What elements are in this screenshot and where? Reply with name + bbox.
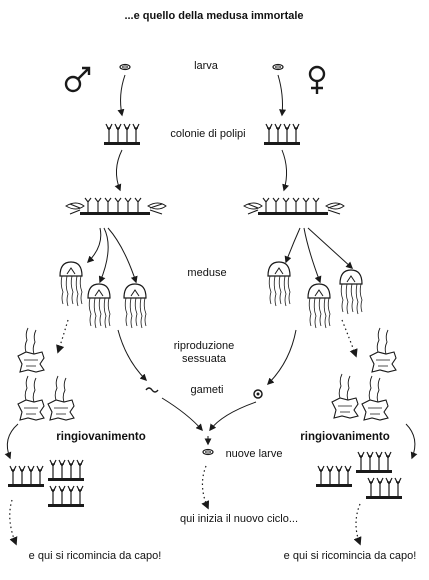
arrow-gamete-left xyxy=(161,397,203,432)
dotted-arrow-rejuvenate-left xyxy=(56,319,69,354)
arrow-colony-big-right xyxy=(281,149,289,192)
dotted-arrow-new-cycle xyxy=(201,465,210,510)
polyp-colony-right xyxy=(263,123,301,146)
arrow-colony-big-left xyxy=(114,149,123,192)
male-symbol-icon xyxy=(64,66,91,93)
cyst-right-3 xyxy=(361,375,389,421)
label-riproduzione: riproduzione xyxy=(173,340,235,352)
rejuvenated-colony-left-3 xyxy=(47,485,85,508)
rejuvenated-colony-left-2 xyxy=(47,459,85,482)
rejuvenated-colony-right-1 xyxy=(315,465,353,488)
arrow-rejuvenation-right xyxy=(405,423,418,460)
arrow-medusae-gametes-left xyxy=(117,329,147,381)
label-colonie: colonie di polipi xyxy=(170,128,246,140)
polyp-colony-left xyxy=(103,123,141,146)
new-larva xyxy=(202,448,214,456)
label-meduse: meduse xyxy=(187,267,227,279)
medusa-left-3 xyxy=(123,283,147,329)
label-ricomincia-right: e qui si ricomincia da capo! xyxy=(283,550,417,562)
cyst-left-3 xyxy=(47,375,75,421)
rejuvenated-colony-right-2 xyxy=(355,451,393,474)
dotted-arrow-final-right xyxy=(353,503,362,546)
diagram-title: ...e quello della medusa immortale xyxy=(124,10,304,22)
arrows-to-medusae-right xyxy=(284,227,354,284)
big-colony-left xyxy=(65,197,167,216)
arrow-larva-colony-right xyxy=(277,74,287,117)
arrow-medusae-gametes-right xyxy=(267,329,297,385)
larva-right xyxy=(272,63,284,71)
medusa-right-3 xyxy=(339,269,363,315)
cyst-right-2 xyxy=(331,373,359,419)
sperm-icon xyxy=(145,387,159,393)
arrows-to-medusae-left xyxy=(87,227,138,284)
medusa-left-2 xyxy=(87,283,111,329)
label-ringiovanimento-right: ringiovanimento xyxy=(300,431,390,443)
label-sessuata: sessuata xyxy=(181,353,227,365)
label-ricomincia-left: e qui si ricomincia da capo! xyxy=(28,550,162,562)
big-colony-right xyxy=(243,197,345,216)
rejuvenated-colony-left-1 xyxy=(7,465,45,488)
medusa-left-1 xyxy=(59,261,83,307)
label-larva: larva xyxy=(194,60,218,72)
dotted-arrow-rejuvenate-right xyxy=(341,319,358,358)
arrow-larva-colony-left xyxy=(117,74,126,117)
label-nuovo-ciclo: qui inizia il nuovo ciclo... xyxy=(179,513,299,525)
female-symbol-icon xyxy=(308,65,326,94)
cyst-left-2 xyxy=(17,375,45,421)
dotted-arrow-final-left xyxy=(9,499,18,546)
rejuvenated-colony-right-3 xyxy=(365,477,403,500)
larva-left xyxy=(119,63,131,71)
label-nuove-larve: nuove larve xyxy=(225,448,283,460)
medusa-right-2 xyxy=(307,283,331,329)
cyst-right-1 xyxy=(369,327,397,373)
medusa-right-1 xyxy=(267,261,291,307)
label-gameti: gameti xyxy=(190,384,224,396)
label-ringiovanimento-left: ringiovanimento xyxy=(56,431,146,443)
cyst-left-1 xyxy=(17,327,45,373)
arrow-gamete-right xyxy=(209,401,257,432)
arrow-rejuvenation-left xyxy=(4,423,19,460)
